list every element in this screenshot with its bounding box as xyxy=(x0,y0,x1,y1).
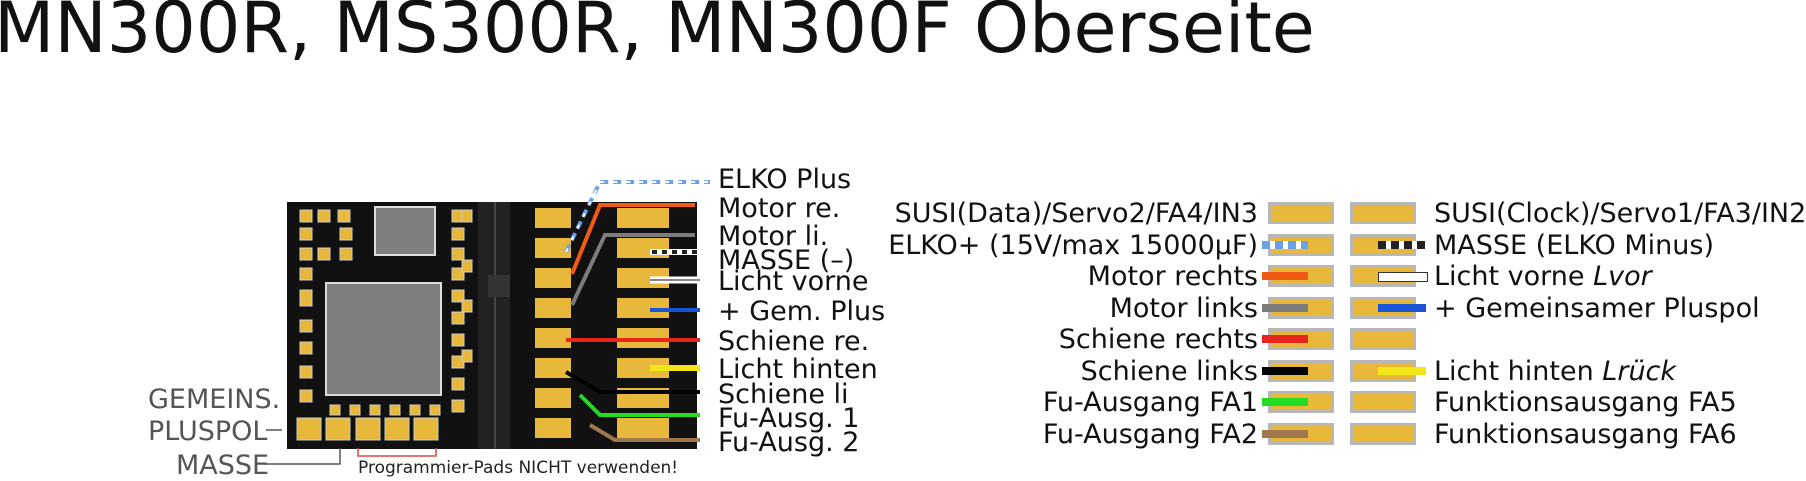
pinout-wire-left xyxy=(1262,240,1308,249)
label-masse: MASSE (–) xyxy=(718,245,855,276)
label-schiene-re: Schiene re. xyxy=(718,326,870,357)
pinout-left-label: Fu-Ausgang FA2 xyxy=(1042,418,1258,450)
pinout-left-label: Motor rechts xyxy=(1087,261,1258,292)
pinout-wire-left xyxy=(1262,398,1308,406)
pinout-wire-right xyxy=(1378,303,1426,312)
label-licht-hinten: Licht hinten xyxy=(718,354,878,385)
pinout-right-label: MASSE (ELKO Minus) xyxy=(1434,229,1715,261)
pinout-wire-left xyxy=(1262,335,1308,343)
pinout-right-label: SUSI(Clock)/Servo1/FA3/IN2 xyxy=(1434,198,1806,229)
pinout-right-label-italic: Lvor xyxy=(1593,261,1652,292)
pinout-right-label: Licht vorne Lvor xyxy=(1434,261,1652,292)
label-fu-ausg-2: Fu-Ausg. 2 xyxy=(718,427,860,458)
small-chip xyxy=(374,206,436,256)
pinout-left-label: SUSI(Data)/Servo2/FA4/IN3 xyxy=(894,198,1258,229)
label-programmier-warning: Programmier-Pads NICHT verwenden! xyxy=(358,458,679,478)
pinout-wire-left xyxy=(1262,272,1308,280)
pinout-left-label: Schiene links xyxy=(1080,355,1258,387)
label-fu-ausg-1: Fu-Ausg. 1 xyxy=(718,403,860,434)
pinout-wire-right xyxy=(1378,366,1426,375)
label-schiene-li: Schiene li xyxy=(718,379,849,410)
pinout-right-label: Funktionsausgang FA5 xyxy=(1434,387,1737,418)
label-gem-plus: + Gem. Plus xyxy=(718,296,886,327)
pinout-pad-right xyxy=(1350,202,1416,224)
page-title: MN300R, MS300R, MN300F Oberseite xyxy=(0,0,1315,69)
label-pluspol: PLUSPOL xyxy=(148,416,268,447)
pinout-pad-right xyxy=(1350,391,1416,413)
label-motor-li: Motor li. xyxy=(718,221,829,252)
pinout-left-label: Schiene rechts xyxy=(1058,324,1258,355)
pinout-right-label-italic: Lrück xyxy=(1602,355,1677,387)
label-gemeins: GEMEINS. xyxy=(148,384,281,415)
pinout-left-label: ELKO+ (15V/max 15000µF) xyxy=(888,229,1258,261)
label-masse-bottom: MASSE xyxy=(176,450,270,481)
pinout-right-label: Funktionsausgang FA6 xyxy=(1434,418,1737,450)
bottom-pads xyxy=(296,417,439,441)
pinout-wire-right xyxy=(1378,272,1428,282)
main-chip xyxy=(325,282,442,396)
pinout-pad-left xyxy=(1268,202,1334,224)
label-motor-re: Motor re. xyxy=(718,193,841,224)
pinout-right-label: Licht hinten Lrück xyxy=(1434,355,1677,387)
pinout-left-label: Fu-Ausgang FA1 xyxy=(1042,387,1258,418)
pinout-pad-right xyxy=(1350,422,1416,445)
pinout-wire-left xyxy=(1262,429,1308,438)
pinout-right-label: + Gemeinsamer Pluspol xyxy=(1434,292,1760,324)
pinout-left-label: Motor links xyxy=(1109,292,1258,324)
pinout-pad-right xyxy=(1350,328,1416,350)
label-elko-plus: ELKO Plus xyxy=(718,164,852,195)
pinout-wire-right xyxy=(1378,240,1426,249)
pinout-wire-left xyxy=(1262,303,1308,312)
pinout-wire-left xyxy=(1262,366,1308,375)
label-licht-vorne: Licht vorne xyxy=(718,266,869,297)
